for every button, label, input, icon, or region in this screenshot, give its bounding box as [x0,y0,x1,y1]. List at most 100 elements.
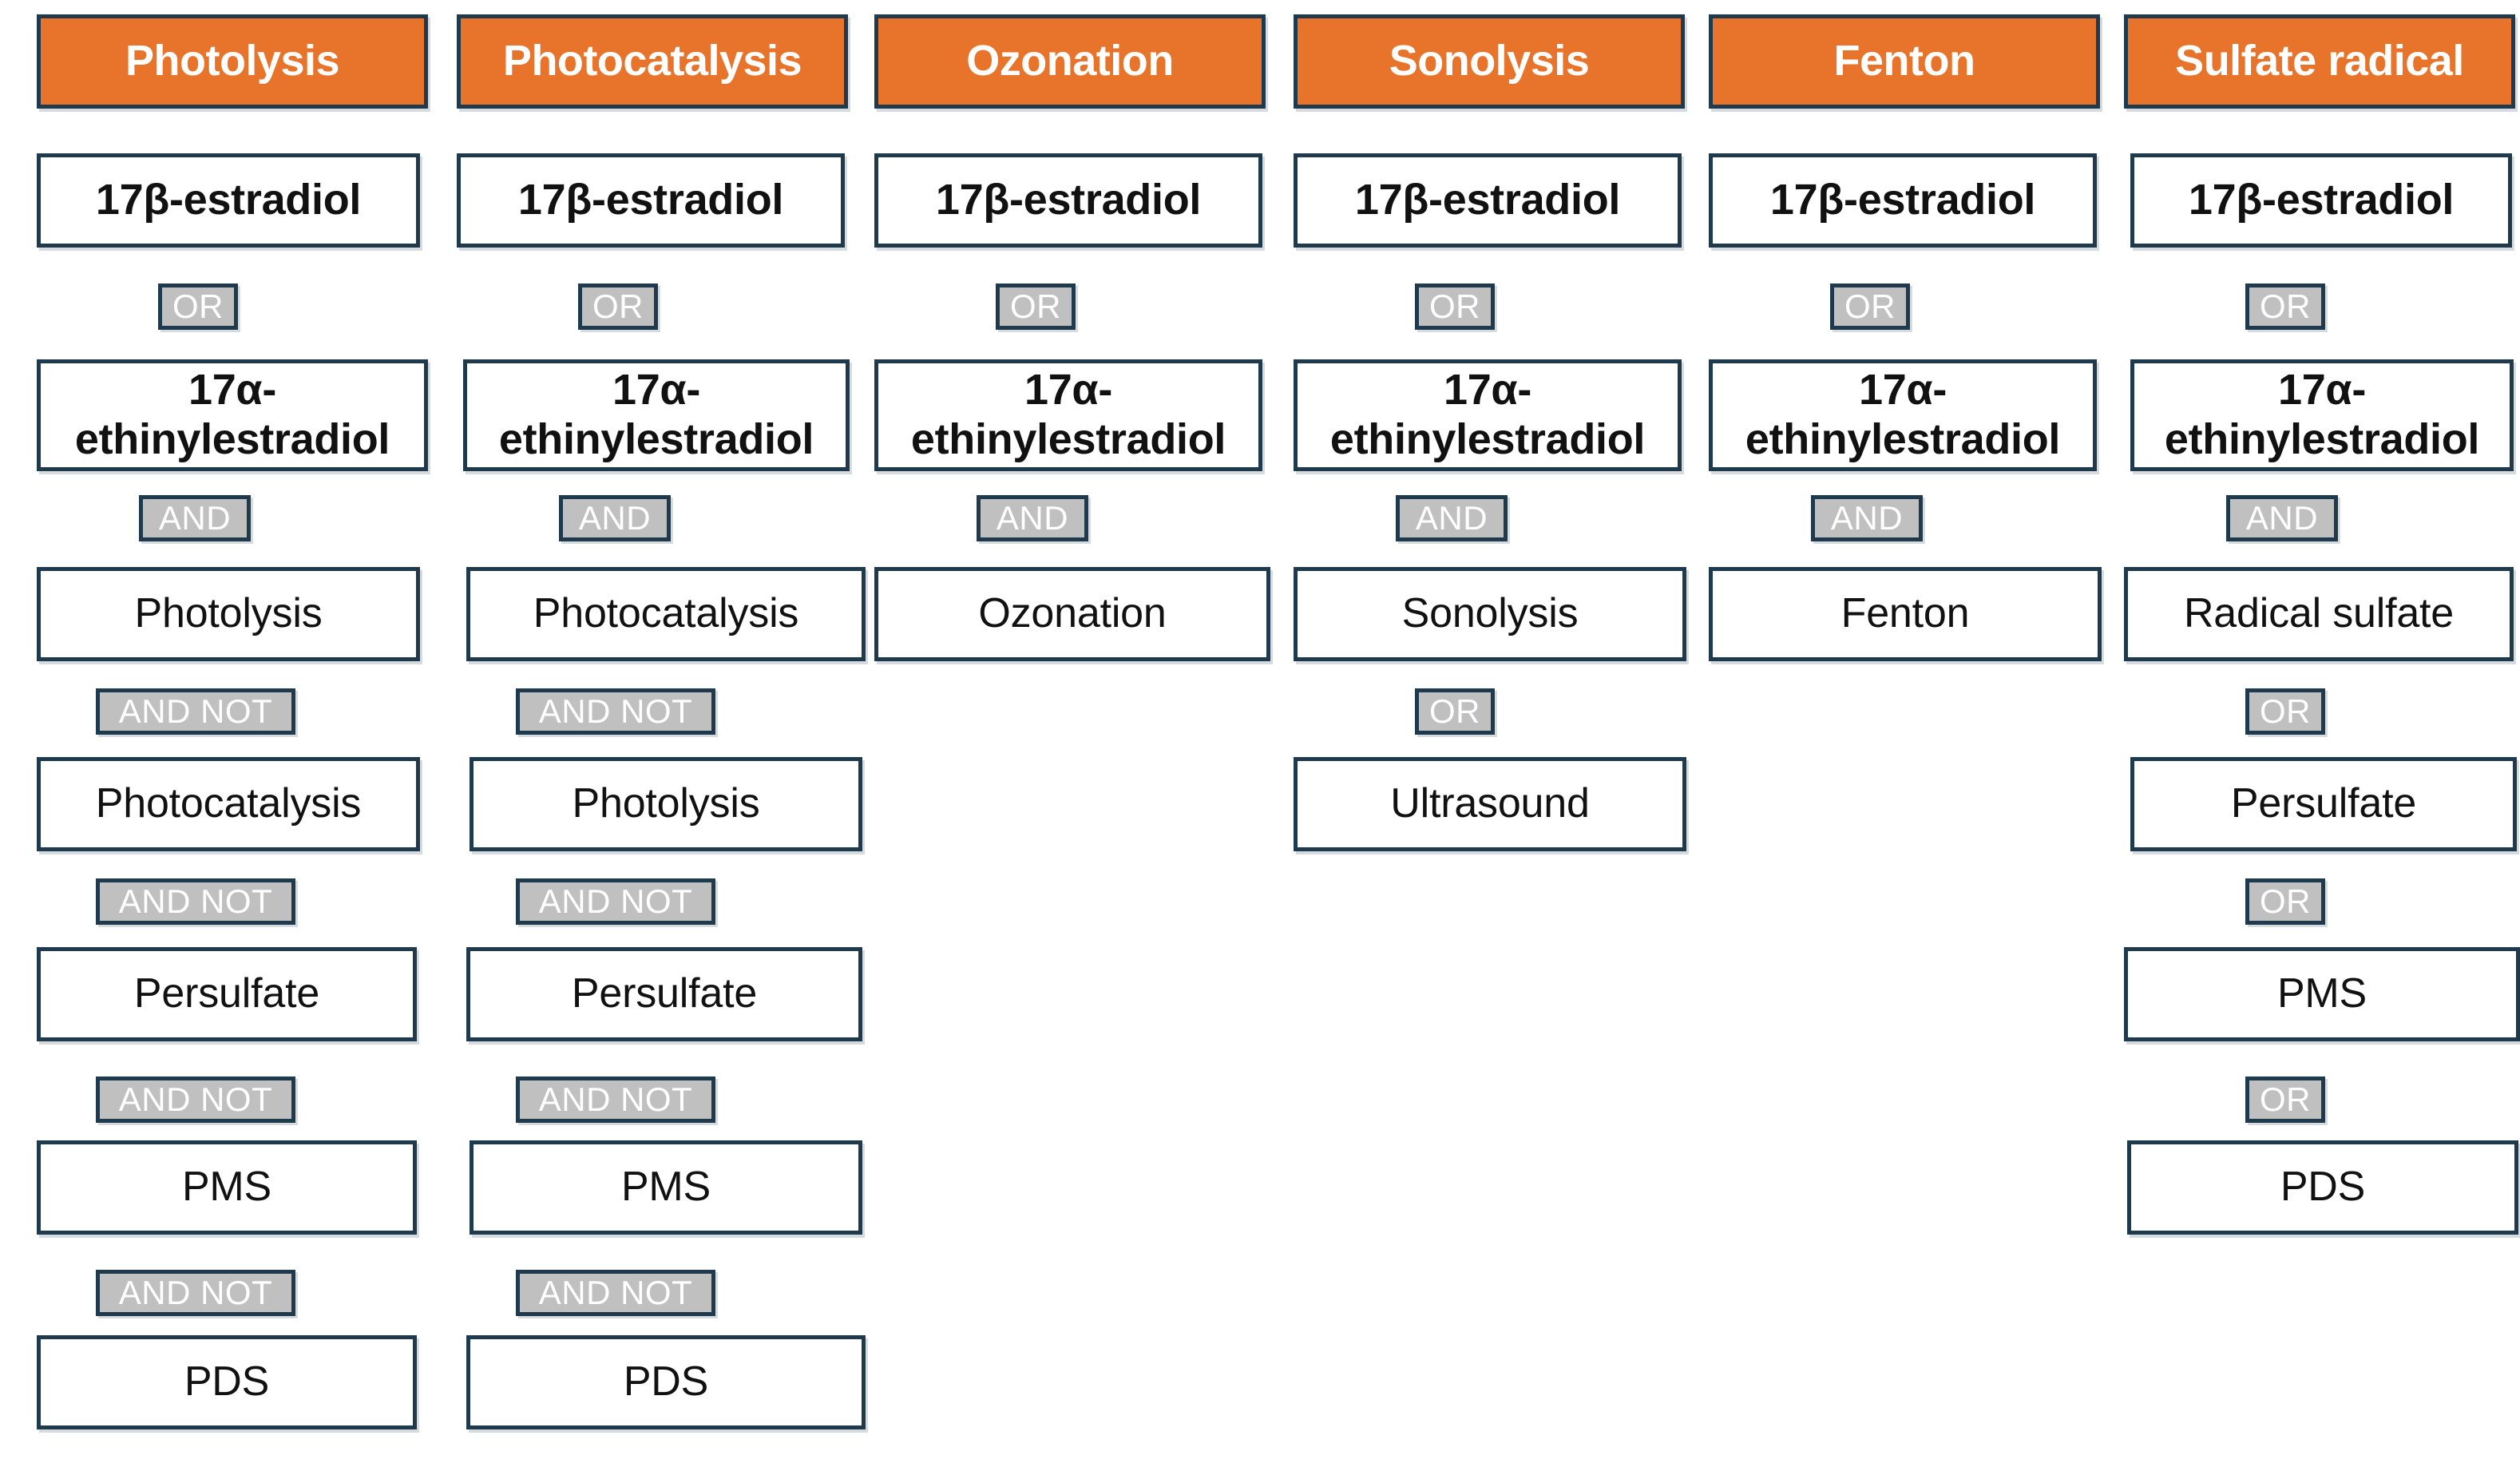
node-label: AND NOT [538,692,693,730]
node-label: Sonolysis [1401,590,1579,637]
node-label: Sulfate radical [2175,37,2464,85]
node-label: AND NOT [118,1080,273,1118]
operator-chip-or: OR [2245,283,2325,330]
operator-chip-and-not: AND NOT [516,1270,715,1316]
operator-chip-and-not: AND NOT [96,1270,295,1316]
operator-chip-or: OR [2245,688,2325,735]
node-label: Persulfate [571,970,758,1017]
term-box[interactable]: 17β-estradiol [2130,153,2512,248]
node-label: 17α-ethinylestradiol [1745,366,2061,463]
node-label: Persulfate [2230,780,2417,827]
node-label: AND [996,499,1069,537]
term-box[interactable]: PMS [470,1140,862,1235]
term-box[interactable]: Fenton [1709,567,2102,661]
operator-chip-and-not: AND NOT [96,878,295,925]
node-label: AND [2245,499,2319,537]
operator-chip-or: OR [578,283,658,330]
node-label: Ozonation [978,590,1167,637]
operator-chip-and-not: AND NOT [516,688,715,735]
node-label: PDS [184,1358,270,1406]
operator-chip-and: AND [1396,495,1508,541]
term-box[interactable]: 17β-estradiol [1709,153,2097,248]
operator-chip-and: AND [559,495,671,541]
node-label: Photocatalysis [502,37,802,85]
node-label: OR [2260,1080,2311,1118]
node-label: 17β-estradiol [517,176,784,224]
term-box[interactable]: Photocatalysis [466,567,866,661]
node-label: OR [2260,287,2311,325]
node-label: 17α-ethinylestradiol [1329,366,1646,463]
node-label: Photolysis [134,590,323,637]
term-box[interactable]: PDS [466,1335,866,1429]
term-box[interactable]: Persulfate [2130,757,2517,851]
node-label: 17β-estradiol [1769,176,2036,224]
column-header-photolysis[interactable]: Photolysis [37,14,428,109]
node-label: OR [2260,692,2311,730]
column-header-fenton[interactable]: Fenton [1709,14,2100,109]
node-label: AND [158,499,232,537]
term-box[interactable]: 17α-ethinylestradiol [874,359,1262,471]
node-label: PDS [623,1358,709,1406]
node-label: 17α-ethinylestradiol [2164,366,2480,463]
node-label: AND NOT [118,882,273,920]
node-label: Photocatalysis [533,590,799,637]
term-box[interactable]: 17β-estradiol [874,153,1262,248]
node-label: 17β-estradiol [2188,176,2455,224]
term-box[interactable]: 17β-estradiol [1294,153,1682,248]
operator-chip-or: OR [2245,878,2325,925]
term-box[interactable]: Sonolysis [1294,567,1686,661]
node-label: PMS [181,1164,272,1211]
node-label: 17β-estradiol [1354,176,1621,224]
term-box[interactable]: PMS [37,1140,417,1235]
term-box[interactable]: Radical sulfate [2124,567,2514,661]
operator-chip-and: AND [977,495,1088,541]
term-box[interactable]: 17α-ethinylestradiol [2130,359,2514,471]
term-box[interactable]: 17β-estradiol [457,153,845,248]
term-box[interactable]: PDS [2127,1140,2518,1235]
term-box[interactable]: Photolysis [470,757,862,851]
node-label: Fenton [1840,590,1970,637]
operator-chip-and-not: AND NOT [516,878,715,925]
operator-chip-and-not: AND NOT [96,1076,295,1123]
operator-chip-or: OR [996,283,1076,330]
node-label: OR [2260,882,2311,920]
term-box[interactable]: PDS [37,1335,417,1429]
term-box[interactable]: Photocatalysis [37,757,420,851]
term-box[interactable]: 17β-estradiol [37,153,420,248]
operator-chip-or: OR [1830,283,1910,330]
operator-chip-and: AND [2226,495,2338,541]
column-header-sulfate-radical[interactable]: Sulfate radical [2124,14,2515,109]
column-header-ozonation[interactable]: Ozonation [874,14,1266,109]
operator-chip-and-not: AND NOT [516,1076,715,1123]
term-box[interactable]: 17α-ethinylestradiol [1294,359,1682,471]
node-label: AND NOT [118,1274,273,1311]
column-header-photocatalysis[interactable]: Photocatalysis [457,14,848,109]
operator-chip-or: OR [158,283,238,330]
node-label: Photolysis [125,37,340,85]
term-box[interactable]: Ultrasound [1294,757,1686,851]
node-label: OR [592,287,644,325]
node-label: PMS [2276,970,2367,1017]
term-box[interactable]: Photolysis [37,567,420,661]
node-label: AND NOT [118,692,273,730]
term-box[interactable]: Persulfate [37,947,417,1041]
term-box[interactable]: 17α-ethinylestradiol [37,359,428,471]
node-label: Sonolysis [1389,37,1590,85]
node-label: AND [1415,499,1488,537]
node-label: AND [1830,499,1904,537]
operator-chip-and-not: AND NOT [96,688,295,735]
term-box[interactable]: Ozonation [874,567,1270,661]
node-label: AND NOT [538,1274,693,1311]
node-label: Ultrasound [1390,780,1590,827]
node-label: AND [578,499,652,537]
term-box[interactable]: Persulfate [466,947,862,1041]
column-header-sonolysis[interactable]: Sonolysis [1294,14,1685,109]
node-label: OR [1844,287,1896,325]
node-label: Persulfate [133,970,320,1017]
term-box[interactable]: 17α-ethinylestradiol [1709,359,2097,471]
operator-chip-or: OR [1415,283,1495,330]
term-box[interactable]: PMS [2124,947,2520,1041]
term-box[interactable]: 17α-ethinylestradiol [463,359,850,471]
node-label: Radical sulfate [2183,590,2455,637]
